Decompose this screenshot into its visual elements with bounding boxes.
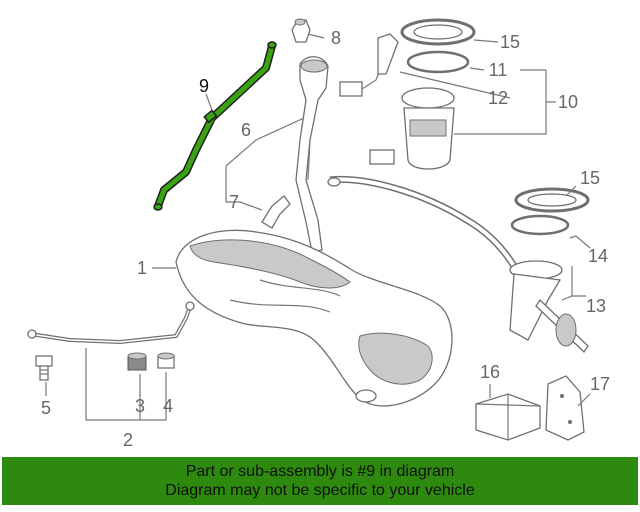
callout-15-right: 15 [580,168,600,188]
callout-8: 8 [331,28,341,48]
part-5-bolt[interactable] [35,355,53,381]
part-15-lock-ring-right[interactable] [514,187,590,213]
banner-line-2: Diagram may not be specific to your vehi… [165,482,475,499]
part-16-control-module[interactable] [475,393,541,441]
callout-1: 1 [137,258,147,278]
part-1-fuel-tank[interactable] [175,229,453,407]
banner-line-1: Part or sub-assembly is #9 in diagram [185,463,455,480]
callout-15-top: 15 [500,32,520,52]
exploded-parts-diagram: 1 2 3 4 5 6 7 8 9 10 11 12 13 14 15 15 1… [27,18,610,450]
callout-13: 13 [586,296,606,316]
part-9-hose[interactable] [153,41,277,211]
part-6-filler-neck[interactable] [295,56,329,253]
callout-14: 14 [588,246,608,266]
callout-16: 16 [480,362,500,382]
callout-4: 4 [163,396,173,416]
part-4-nut[interactable] [157,352,175,369]
callout-7: 7 [229,192,239,212]
callout-6: 6 [241,120,251,140]
leader-lines [45,33,591,421]
callout-5: 5 [41,398,51,418]
callout-11: 11 [489,60,508,80]
callout-3: 3 [135,396,145,416]
part-12-bracket[interactable] [377,33,399,75]
part-3-bushing[interactable] [127,352,147,371]
info-banner: Part or sub-assembly is #9 in diagram Di… [2,457,638,505]
callout-2: 2 [123,430,133,450]
part-17-bracket[interactable] [545,375,585,441]
callout-12: 12 [488,88,508,108]
part-15-lock-ring-top[interactable] [400,18,476,46]
callout-10: 10 [558,92,578,112]
callout-17: 17 [590,374,610,394]
part-2-tank-strap[interactable] [27,301,195,344]
part-7-hose[interactable] [261,195,291,229]
part-8-filler-cap[interactable] [291,18,311,43]
part-13-sender-unit[interactable] [509,260,589,354]
part-11-seal-ring[interactable] [406,50,470,74]
callout-9: 9 [199,76,209,96]
part-10-fuel-pump-assembly[interactable] [339,42,455,170]
part-14-seal-ring[interactable] [510,214,570,236]
callout-labels: 1 2 3 4 5 6 7 8 9 10 11 12 13 14 15 15 1… [41,28,610,450]
